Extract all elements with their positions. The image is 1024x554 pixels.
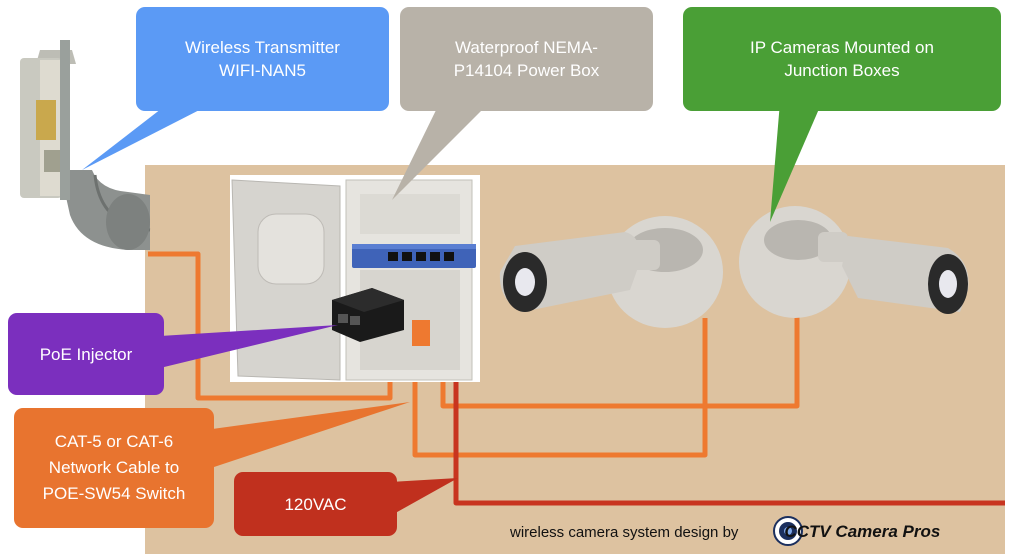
wifi-callout-line-2: WIFI-NAN5 (219, 61, 306, 80)
credit-brand: CCTV Camera Pros (784, 522, 941, 541)
wifi-callout-box (136, 7, 389, 111)
power-box-callout: Waterproof NEMA- P14104 Power Box (400, 7, 653, 111)
power-callout-line-1: 120VAC (284, 494, 347, 514)
cctv-camera-pros-logo-icon (773, 516, 803, 546)
box-callout-pointer (392, 102, 490, 200)
power-box-icon (230, 175, 480, 382)
network-switch-icon (352, 244, 476, 268)
network-cable-callout: CAT-5 or CAT-6 Network Cable to POE-SW54… (14, 408, 214, 528)
cam-callout-line-2: Junction Boxes (784, 61, 900, 80)
box-callout-box (400, 7, 653, 111)
cable-callout-line-2: Network Cable to (48, 458, 180, 477)
cable-callout-pointer (205, 402, 410, 470)
power-callout-box (234, 472, 397, 536)
cam-callout-line-1: IP Cameras Mounted on (750, 38, 934, 57)
poe-callout-pointer (160, 325, 338, 368)
credit-prefix: wireless camera system design by (510, 523, 739, 541)
antenna-transmitter-icon (20, 40, 151, 250)
wifi-callout-line-1: Wireless Transmitter (185, 38, 340, 57)
wifi-callout-pointer (82, 102, 215, 170)
cam-callout-pointer (770, 102, 822, 222)
ip-camera-icon-right (739, 206, 969, 318)
cable-callout-box (14, 408, 214, 528)
cam-callout-box (683, 7, 1001, 111)
poe-injector-callout: PoE Injector (8, 313, 164, 395)
poe-callout-box (8, 313, 164, 395)
cable-callout-line-3: POE-SW54 Switch (42, 484, 186, 503)
design-credit: wireless camera system design by CCTV Ca… (510, 519, 940, 545)
box-callout-line-2: P14104 Power Box (453, 61, 600, 80)
cameras-callout: IP Cameras Mounted on Junction Boxes (683, 7, 1001, 111)
wifi-transmitter-callout: Wireless Transmitter WIFI-NAN5 (136, 7, 389, 111)
power-callout-pointer (390, 478, 458, 516)
cable-callout-line-1: CAT-5 or CAT-6 (54, 432, 174, 451)
power-callout: 120VAC (234, 472, 397, 536)
poe-callout-line-1: PoE Injector (39, 344, 133, 364)
box-callout-line-1: Waterproof NEMA- (455, 38, 598, 57)
ip-camera-icon-left (499, 216, 723, 328)
poe-injector-icon (332, 288, 404, 342)
